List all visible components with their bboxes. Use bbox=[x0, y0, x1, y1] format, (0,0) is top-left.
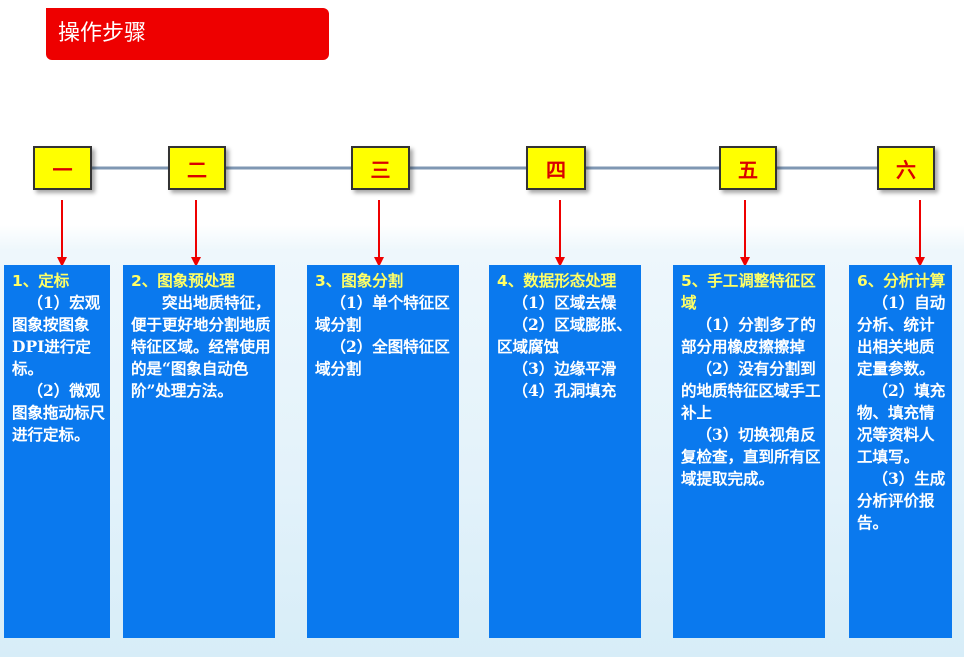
step-line: 突出地质特征，便于更好地分割地质特征区域。经常使用的是“图象自动色阶”处理方法。 bbox=[131, 293, 271, 400]
step-line: （2）没有分割到的地质特征区域手工补上 bbox=[681, 359, 821, 422]
step-heading: 2、图象预处理 bbox=[131, 270, 271, 292]
step-heading-text: 手工调整特征区域 bbox=[681, 271, 816, 312]
step-line: （3）边缘平滑 bbox=[512, 359, 617, 378]
step-line: （1）宏观图象按图象DPI进行定标。 bbox=[12, 293, 101, 378]
step-heading-num: 5、 bbox=[681, 272, 708, 290]
step-heading-num: 4、 bbox=[497, 272, 524, 290]
step-box-6: 六 bbox=[877, 146, 935, 190]
step-heading-text: 定标 bbox=[38, 271, 70, 290]
step-box-3: 三 bbox=[351, 146, 410, 190]
step-line: （2）区域膨胀、区域腐蚀 bbox=[497, 315, 632, 356]
step-box-1: 一 bbox=[33, 146, 92, 190]
step-heading-text: 图象预处理 bbox=[157, 271, 235, 290]
step-box-2: 二 bbox=[168, 146, 226, 190]
page-title: 操作步骤 bbox=[46, 8, 329, 60]
step-heading-text: 数据形态处理 bbox=[523, 271, 617, 290]
step-line: （2）填充物、填充情况等资料人工填写。 bbox=[857, 381, 946, 466]
step-heading: 3、图象分割 bbox=[315, 270, 455, 292]
step-heading-text: 分析计算 bbox=[883, 271, 946, 290]
step-line: （1）分割多了的部分用橡皮擦擦掉 bbox=[681, 315, 816, 356]
step-box-4: 四 bbox=[526, 146, 586, 190]
step-heading-num: 6、 bbox=[857, 272, 884, 290]
step-heading: 5、手工调整特征区域 bbox=[681, 270, 821, 314]
step-card-5: 5、手工调整特征区域 （1）分割多了的部分用橡皮擦擦掉 （2）没有分割到的地质特… bbox=[673, 265, 825, 638]
step-line: （3）切换视角反复检查，直到所有区域提取完成。 bbox=[681, 425, 821, 488]
step-line: （1）自动分析、统计出相关地质定量参数。 bbox=[857, 293, 946, 378]
step-heading-text: 图象分割 bbox=[341, 271, 404, 290]
step-line: （1）区域去燥 bbox=[512, 293, 617, 312]
step-box-5: 五 bbox=[719, 146, 777, 190]
step-heading-num: 2、 bbox=[131, 272, 158, 290]
step-heading: 1、定标 bbox=[12, 270, 106, 292]
step-line: （4）孔洞填充 bbox=[512, 381, 617, 400]
step-card-4: 4、数据形态处理 （1）区域去燥 （2）区域膨胀、区域腐蚀 （3）边缘平滑 （4… bbox=[489, 265, 641, 638]
step-card-6: 6、分析计算 （1）自动分析、统计出相关地质定量参数。 （2）填充物、填充情况等… bbox=[849, 265, 952, 638]
step-heading: 6、分析计算 bbox=[857, 270, 948, 292]
step-line: （2）微观图象拖动标尺进行定标。 bbox=[12, 381, 106, 444]
step-heading: 4、数据形态处理 bbox=[497, 270, 637, 292]
step-heading-num: 1、 bbox=[12, 272, 39, 290]
step-card-2: 2、图象预处理 突出地质特征，便于更好地分割地质特征区域。经常使用的是“图象自动… bbox=[123, 265, 275, 638]
step-line: （1）单个特征区域分割 bbox=[315, 293, 450, 334]
step-line: （2）全图特征区域分割 bbox=[315, 337, 450, 378]
step-card-1: 1、定标 （1）宏观图象按图象DPI进行定标。 （2）微观图象拖动标尺进行定标。 bbox=[4, 265, 110, 638]
step-line: （3）生成分析评价报告。 bbox=[857, 469, 946, 532]
step-heading-num: 3、 bbox=[315, 272, 342, 290]
step-card-3: 3、图象分割 （1）单个特征区域分割 （2）全图特征区域分割 bbox=[307, 265, 459, 638]
